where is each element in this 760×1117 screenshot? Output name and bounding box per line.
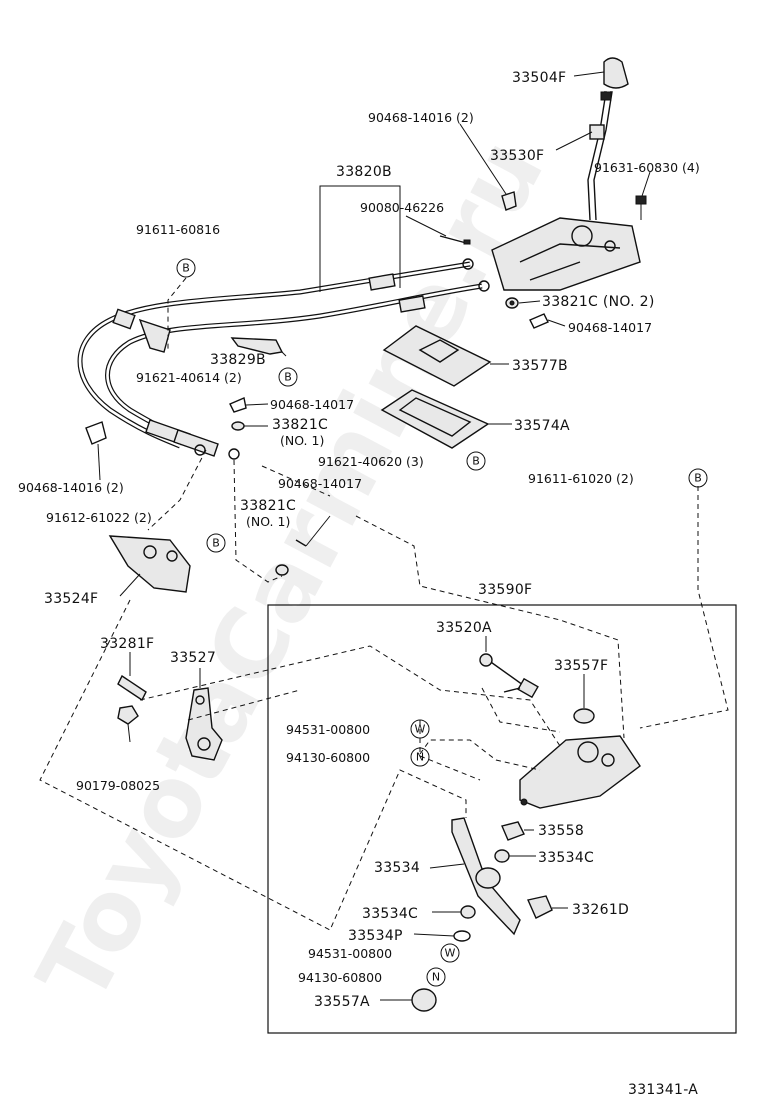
label-33520A: 33520A: [436, 620, 492, 636]
dashed-reference-lines: [39, 277, 729, 931]
washer-33821C-no2: [505, 297, 519, 309]
washer-33821C-no1-low: [275, 564, 289, 576]
label-94130-60800-b: 94130-60800: [298, 970, 382, 985]
label-33534C-a: 33534C: [538, 850, 594, 866]
label-90468-14017-low: 90468-14017: [278, 476, 362, 491]
label-91621-40614: 91621-40614 (2): [136, 370, 242, 385]
label-33821C-no2: 33821C (NO. 2): [542, 294, 655, 310]
callout-n-1: N: [410, 747, 430, 767]
svg-text:B: B: [182, 262, 190, 275]
label-no1-low: (NO. 1): [246, 514, 290, 529]
rod-33520A: [479, 653, 539, 699]
label-90468-14017-right: 90468-14017: [568, 320, 652, 335]
label-94531-00800-a: 94531-00800: [286, 722, 370, 737]
collar-33534C-a: [494, 849, 510, 863]
label-91631-60830: 91631-60830 (4): [594, 160, 700, 175]
callout-b-4: B: [688, 468, 708, 488]
label-91611-60816: 91611-60816: [136, 222, 220, 237]
label-90468-14017-mid: 90468-14017: [270, 397, 354, 412]
shift-knob-33504F: [603, 57, 629, 89]
label-33557F: 33557F: [554, 658, 608, 674]
leader-lines: [97, 71, 651, 1001]
label-33821C-mid: 33821C: [272, 417, 328, 433]
bushing-33557A: [411, 988, 437, 1012]
callout-b-1: B: [176, 258, 196, 278]
label-33527: 33527: [170, 650, 216, 666]
clip-90468-14016-top: [501, 191, 517, 211]
bushing-33261D: [527, 895, 553, 919]
label-91611-61020: 91611-61020 (2): [528, 471, 634, 486]
bolt-91631-60830: [635, 195, 647, 220]
clip-90468-14017-mid: [229, 397, 247, 413]
svg-text:N: N: [416, 751, 424, 764]
plate-33577B: [382, 325, 492, 387]
label-90179-08025: 90179-08025: [76, 778, 160, 793]
label-33524F: 33524F: [44, 591, 98, 607]
cable-bracket-33829B: [230, 337, 284, 355]
lever-33534: [451, 817, 521, 936]
label-90080-46226: 90080-46226: [360, 200, 444, 215]
svg-text:W: W: [415, 723, 426, 736]
callout-b-5: B: [206, 533, 226, 553]
bushing-33558: [501, 821, 525, 841]
part-labels: 33504F 90468-14016 (2) 33530F 91631-6083…: [18, 70, 700, 1098]
callout-w-2: W: [440, 943, 460, 963]
shift-housing: [491, 217, 641, 291]
pin-90080-46226: [439, 235, 471, 245]
label-91612-61022: 91612-61022 (2): [46, 510, 152, 525]
svg-text:B: B: [284, 371, 292, 384]
label-33820B: 33820B: [336, 164, 392, 180]
callout-w-1: W: [410, 719, 430, 739]
callout-n-2: N: [426, 967, 446, 987]
callout-b-3: B: [466, 451, 486, 471]
label-no1-mid: (NO. 1): [280, 433, 324, 448]
label-33590F: 33590F: [478, 582, 532, 598]
bushing-33557F: [573, 708, 595, 724]
svg-text:B: B: [212, 537, 220, 550]
collar-33534C-b: [460, 905, 476, 919]
svg-text:N: N: [432, 971, 440, 984]
pin-33281F: [117, 674, 147, 702]
svg-text:B: B: [694, 472, 702, 485]
label-33557A: 33557A: [314, 994, 370, 1010]
svg-text:W: W: [445, 947, 456, 960]
assembly-box: [267, 604, 737, 1034]
label-33577B: 33577B: [512, 358, 568, 374]
diagram-code: 331341-A: [628, 1082, 698, 1098]
callout-b-2: B: [278, 367, 298, 387]
clip-90468-14016-left: [85, 421, 107, 445]
label-33558: 33558: [538, 823, 584, 839]
bracket-clip-left: [138, 318, 171, 353]
label-33829B: 33829B: [210, 352, 266, 368]
shift-lever-33530F: [587, 91, 613, 221]
label-33504F: 33504F: [512, 70, 566, 86]
label-33574A: 33574A: [514, 418, 570, 434]
label-33530F: 33530F: [490, 148, 544, 164]
label-94531-00800-b: 94531-00800: [308, 946, 392, 961]
label-94130-60800-a: 94130-60800: [286, 750, 370, 765]
label-33821C-low: 33821C: [240, 498, 296, 514]
nut-90179-08025: [117, 705, 139, 725]
label-33534C-b: 33534C: [362, 906, 418, 922]
lever-33527: [185, 687, 223, 761]
bracket-33524F: [108, 535, 191, 593]
shift-lever-base: [519, 735, 641, 809]
label-33261D: 33261D: [572, 902, 629, 918]
clip-90468-14017-right: [529, 313, 549, 329]
pin-90468-14017-low: [295, 539, 307, 547]
label-90468-14016-top: 90468-14016 (2): [368, 110, 474, 125]
label-91621-40620: 91621-40620 (3): [318, 454, 424, 469]
svg-text:B: B: [472, 455, 480, 468]
washer-33821C-no1-mid: [231, 421, 245, 431]
label-33281F: 33281F: [100, 636, 154, 652]
label-90468-14016-left: 90468-14016 (2): [18, 480, 124, 495]
label-33534: 33534: [374, 860, 420, 876]
washer-33534P: [453, 930, 471, 942]
label-33534P: 33534P: [348, 928, 403, 944]
